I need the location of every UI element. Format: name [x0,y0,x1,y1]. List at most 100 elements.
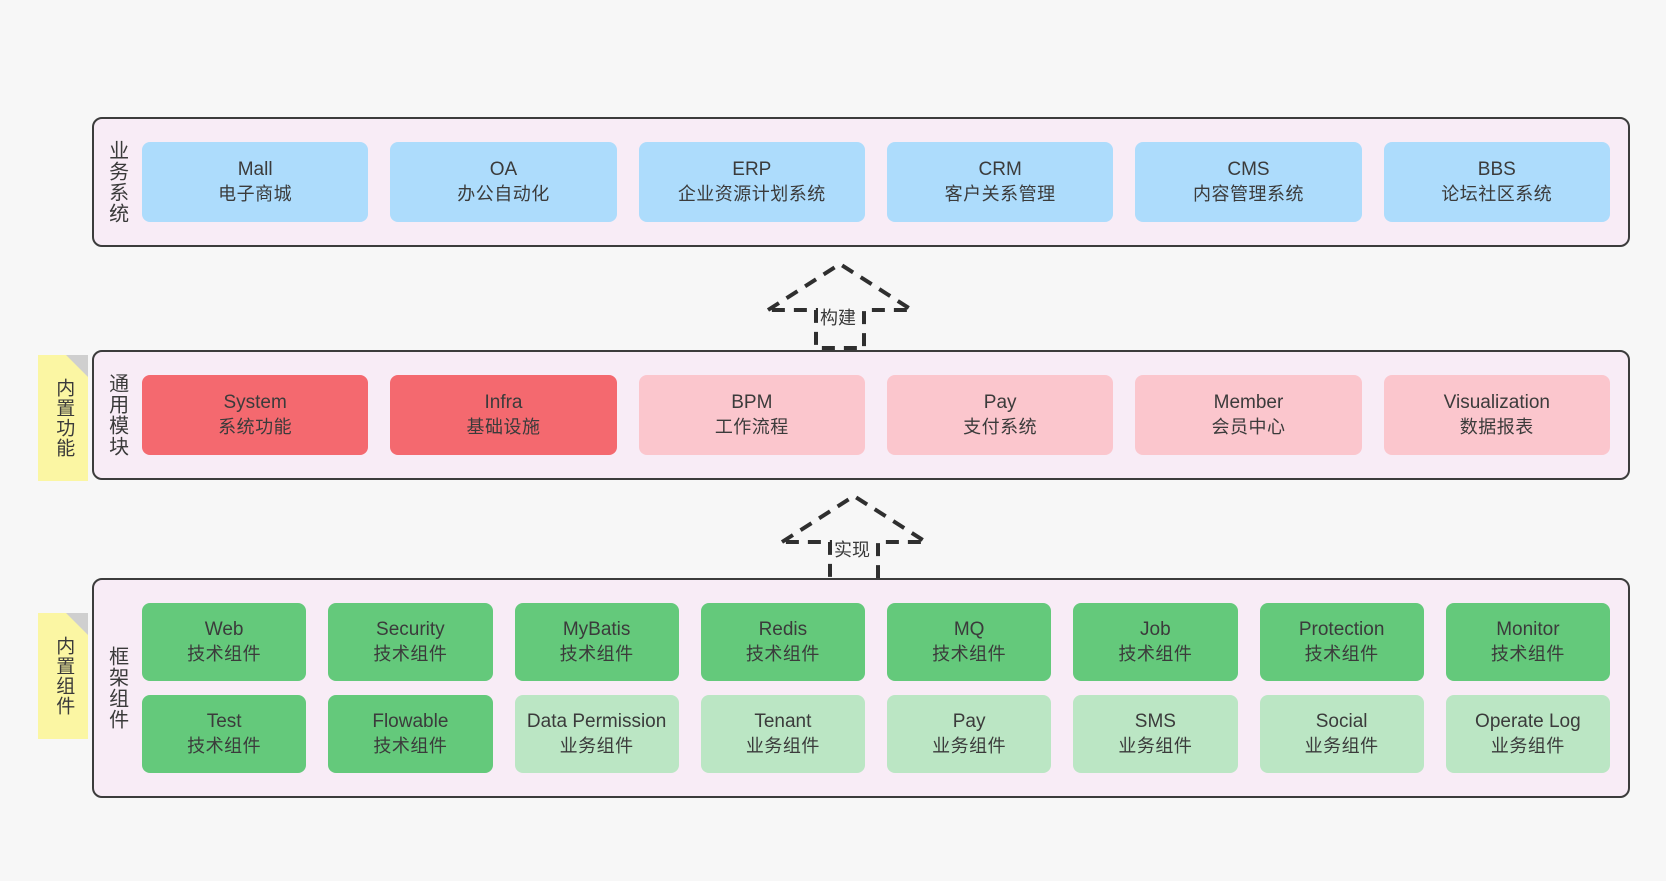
card-title: SMS [1134,711,1176,733]
card-title: MQ [953,619,985,641]
connector-build-label: 构建 [818,304,858,330]
card-subtitle: 支付系统 [963,416,1038,437]
card-mall[interactable]: Mall 电子商城 [142,142,369,222]
card-pay[interactable]: Pay 支付系统 [886,375,1114,455]
card-title: Security [376,619,445,641]
card-title: CMS [1227,159,1270,181]
card-title: ERP [732,159,772,181]
card-title: Visualization [1443,392,1550,414]
card-subtitle: 技术组件 [1118,643,1193,664]
card-title: Redis [758,619,808,641]
card-infra[interactable]: Infra 基础设施 [390,375,617,455]
layer-title-business-systems: 业务系统 [105,140,128,224]
card-tenant[interactable]: Tenant 业务组件 [700,695,865,773]
card-flowable[interactable]: Flowable 技术组件 [328,695,493,773]
card-subtitle: 会员中心 [1211,416,1286,437]
card-pay-business[interactable]: Pay 业务组件 [887,695,1052,773]
card-social[interactable]: Social 业务组件 [1259,695,1424,773]
card-subtitle: 业务组件 [1118,735,1193,756]
card-row: System 系统功能 Infra 基础设施 BPM 工作流程 Pay 支付系统… [142,375,1610,455]
card-cms[interactable]: CMS 内容管理系统 [1135,142,1362,222]
card-visualization[interactable]: Visualization 数据报表 [1383,375,1610,455]
card-subtitle: 工作流程 [714,416,789,437]
card-subtitle: 数据报表 [1459,416,1534,437]
card-title: Mall [237,159,273,181]
card-subtitle: 业务组件 [745,735,820,756]
card-title: Member [1213,392,1284,414]
card-row: Test 技术组件 Flowable 技术组件 Data Permission … [142,695,1610,773]
card-title: Flowable [372,711,449,733]
sticky-fold-corner-icon [66,613,88,635]
sticky-note-label: 内置组件 [53,636,75,716]
card-subtitle: 技术组件 [1490,643,1565,664]
card-monitor[interactable]: Monitor 技术组件 [1445,603,1610,681]
card-oa[interactable]: OA 办公自动化 [390,142,617,222]
card-system[interactable]: System 系统功能 [142,375,369,455]
card-title: Operate Log [1475,711,1581,733]
implement-arrow-icon [775,493,933,582]
card-title: Web [204,619,244,641]
card-subtitle: 业务组件 [1304,735,1379,756]
card-redis[interactable]: Redis 技术组件 [700,603,865,681]
card-subtitle: 内容管理系统 [1192,183,1304,204]
card-row: Mall 电子商城 OA 办公自动化 ERP 企业资源计划系统 CRM 客户关系… [142,142,1610,222]
card-subtitle: 业务组件 [932,735,1007,756]
card-subtitle: 业务组件 [559,735,634,756]
build-arrow-icon [761,261,919,350]
layer-business-systems: 业务系统 Mall 电子商城 OA 办公自动化 ERP 企业资源计划系统 CRM… [92,117,1630,247]
card-subtitle: 技术组件 [1304,643,1379,664]
card-title: Infra [484,392,523,414]
card-test[interactable]: Test 技术组件 [142,695,307,773]
card-subtitle: 技术组件 [745,643,820,664]
card-subtitle: 办公自动化 [457,183,550,204]
card-subtitle: 论坛社区系统 [1441,183,1553,204]
card-subtitle: 基础设施 [466,416,541,437]
card-title: Protection [1298,619,1385,641]
card-title: Tenant [754,711,812,733]
layer-framework-components: 框架组件 Web 技术组件 Security 技术组件 MyBatis 技术组件… [92,578,1630,798]
card-web[interactable]: Web 技术组件 [142,603,307,681]
card-subtitle: 技术组件 [373,735,448,756]
card-title: MyBatis [562,619,631,641]
card-data-permission[interactable]: Data Permission 业务组件 [514,695,679,773]
card-mybatis[interactable]: MyBatis 技术组件 [514,603,679,681]
card-title: OA [489,159,518,181]
card-subtitle: 技术组件 [559,643,634,664]
card-bpm[interactable]: BPM 工作流程 [638,375,865,455]
card-row: Web 技术组件 Security 技术组件 MyBatis 技术组件 Redi… [142,603,1610,681]
card-subtitle: 技术组件 [932,643,1007,664]
card-subtitle: 系统功能 [218,416,293,437]
card-erp[interactable]: ERP 企业资源计划系统 [638,142,865,222]
card-subtitle: 技术组件 [187,643,262,664]
card-subtitle: 技术组件 [373,643,448,664]
connector-implement: 实现 [774,490,934,582]
connector-implement-label: 实现 [832,536,872,562]
card-mq[interactable]: MQ 技术组件 [887,603,1052,681]
card-operate-log[interactable]: Operate Log 业务组件 [1445,695,1610,773]
connector-build: 构建 [760,258,920,350]
card-subtitle: 业务组件 [1490,735,1565,756]
card-title: Pay [983,392,1017,414]
sticky-note-builtin-components: 内置组件 [38,613,88,739]
card-crm[interactable]: CRM 客户关系管理 [886,142,1114,222]
card-title: Test [206,711,242,733]
card-sms[interactable]: SMS 业务组件 [1073,695,1238,773]
card-protection[interactable]: Protection 技术组件 [1259,603,1424,681]
sticky-note-label: 内置功能 [53,378,75,458]
card-member[interactable]: Member 会员中心 [1135,375,1362,455]
card-title: Pay [952,711,986,733]
layer-title-framework-components: 框架组件 [105,646,128,730]
card-job[interactable]: Job 技术组件 [1073,603,1238,681]
card-subtitle: 电子商城 [218,183,293,204]
layer-title-common-modules: 通用模块 [105,373,128,457]
card-title: Social [1315,711,1368,733]
card-title: Monitor [1496,619,1560,641]
card-bbs[interactable]: BBS 论坛社区系统 [1383,142,1610,222]
card-subtitle: 客户关系管理 [944,183,1056,204]
card-title: BPM [731,392,773,414]
card-security[interactable]: Security 技术组件 [328,603,493,681]
card-title: Data Permission [526,711,667,733]
sticky-fold-corner-icon [66,355,88,377]
card-subtitle: 技术组件 [187,735,262,756]
